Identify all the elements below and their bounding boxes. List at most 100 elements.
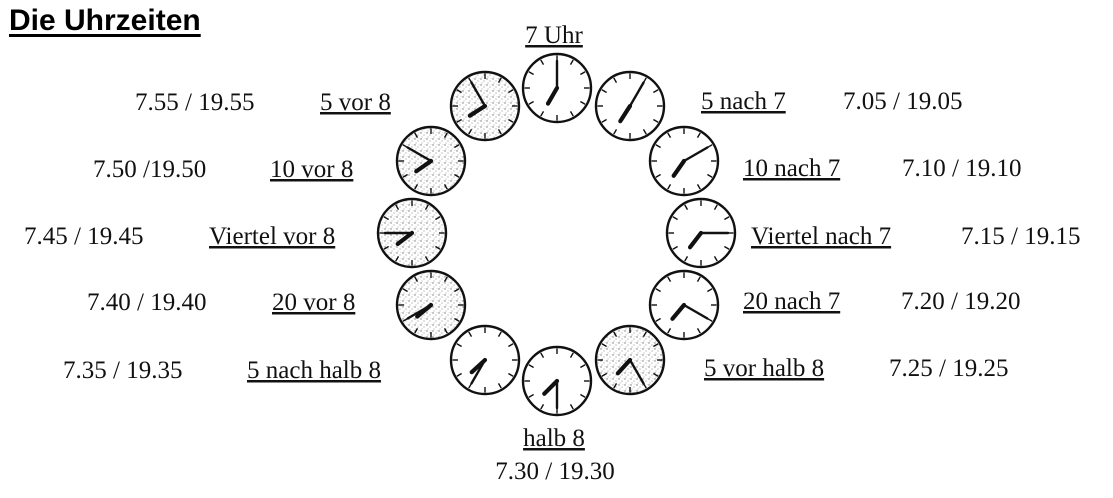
hour-hand (469, 357, 488, 375)
hour-tick (424, 256, 429, 262)
hour-tick (696, 184, 701, 190)
hour-tick (443, 184, 448, 190)
hour-tick (402, 288, 408, 293)
hour-tick (456, 343, 462, 348)
hour-tick (497, 129, 502, 135)
hour-tick (642, 129, 647, 135)
hour-tick (468, 331, 473, 337)
hour-tick (667, 184, 672, 190)
hour-tick (569, 404, 574, 410)
hour-tick (653, 372, 659, 377)
hour-tick (456, 118, 462, 123)
clock-time-5-vor-8: 7.55 / 19.55 (135, 89, 254, 116)
hour-tick (435, 245, 441, 250)
hour-tick (667, 276, 672, 282)
clock-7-25 (594, 324, 666, 396)
hour-tick (569, 352, 574, 358)
hour-tick (655, 144, 661, 149)
hour-tick (508, 89, 514, 94)
hour-tick (395, 256, 400, 262)
hour-tick (713, 256, 718, 262)
hour-hand (545, 85, 560, 106)
clock-time-5-vor-halb-8: 7.25 / 19.25 (889, 355, 1008, 382)
hour-tick (580, 71, 586, 76)
hour-tick (414, 276, 419, 282)
clock-7-30 (521, 345, 593, 417)
clock-7-10 (648, 125, 720, 197)
hour-tick (414, 328, 419, 334)
hour-tick (497, 77, 502, 83)
hour-tick (684, 256, 689, 262)
hour-tick (613, 383, 618, 389)
clock-7-35 (449, 324, 521, 396)
hour-tick (653, 343, 659, 348)
hour-tick (443, 132, 448, 138)
hour-tick (424, 204, 429, 210)
clock-label-5-nach-halb-8: 5 nach halb 8 (247, 357, 381, 384)
hour-tick (508, 343, 514, 348)
hour-tick (613, 331, 618, 337)
clock-label-5-nach-7: 5 nach 7 (701, 88, 786, 115)
hour-tick (468, 129, 473, 135)
hour-tick (601, 343, 607, 348)
hour-tick (383, 245, 389, 250)
hour-hand (671, 158, 687, 178)
hour-tick (540, 404, 545, 410)
hour-tick (724, 216, 730, 221)
hour-tick (613, 77, 618, 83)
hour-tick (655, 317, 661, 322)
hour-tick (540, 352, 545, 358)
clock-label-20-nach-7: 20 nach 7 (743, 288, 840, 315)
hour-tick (456, 89, 462, 94)
minute-hand (682, 303, 709, 320)
hour-tick (497, 331, 502, 337)
hour-tick (528, 100, 534, 105)
hour-hand (618, 103, 633, 124)
hour-tick (707, 173, 713, 178)
clock-7-05 (594, 70, 666, 142)
clock-time-20-nach-7: 7.20 / 19.20 (901, 288, 1020, 315)
hour-tick (508, 118, 514, 123)
hour-tick (724, 245, 730, 250)
minute-hand (406, 146, 433, 163)
hour-tick (383, 216, 389, 221)
clock-label-5-vor-8: 5 vor 8 (320, 89, 391, 116)
hour-tick (456, 372, 462, 377)
hour-tick (601, 89, 607, 94)
clock-label-5-vor-halb-8: 5 vor halb 8 (704, 355, 824, 382)
hour-tick (696, 328, 701, 334)
clock-time-viertel-vor-8: 7.45 / 19.45 (24, 223, 143, 250)
clock-label-10-nach-7: 10 nach 7 (743, 155, 840, 182)
clock-time-10-nach-7: 7.10 / 19.10 (902, 155, 1021, 182)
hour-tick (540, 111, 545, 117)
hour-tick (528, 71, 534, 76)
hour-tick (707, 288, 713, 293)
clock-7-00 (521, 52, 593, 124)
clock-7-55 (449, 70, 521, 142)
hour-tick (580, 100, 586, 105)
hour-tick (713, 204, 718, 210)
clock-time-5-nach-7: 7.05 / 19.05 (843, 88, 962, 115)
minute-hand (470, 81, 487, 108)
clock-7-40 (395, 269, 467, 341)
clock-7-45 (376, 197, 448, 269)
clock-faces (376, 52, 737, 417)
hour-tick (454, 144, 460, 149)
hour-tick (402, 173, 408, 178)
clock-time-20-vor-8: 7.40 / 19.40 (87, 289, 206, 316)
hour-tick (655, 288, 661, 293)
hour-tick (497, 383, 502, 389)
hour-tick (601, 372, 607, 377)
hour-tick (508, 372, 514, 377)
hour-tick (540, 59, 545, 65)
clock-label-7-uhr: 7 Uhr (525, 22, 583, 49)
hour-tick (580, 364, 586, 369)
hour-tick (684, 204, 689, 210)
hour-tick (696, 132, 701, 138)
clock-7-15 (665, 197, 737, 269)
hour-tick (601, 118, 607, 123)
hour-tick (696, 276, 701, 282)
hour-tick (414, 132, 419, 138)
clock-label-viertel-nach-7: Viertel nach 7 (751, 223, 891, 250)
hour-tick (454, 288, 460, 293)
